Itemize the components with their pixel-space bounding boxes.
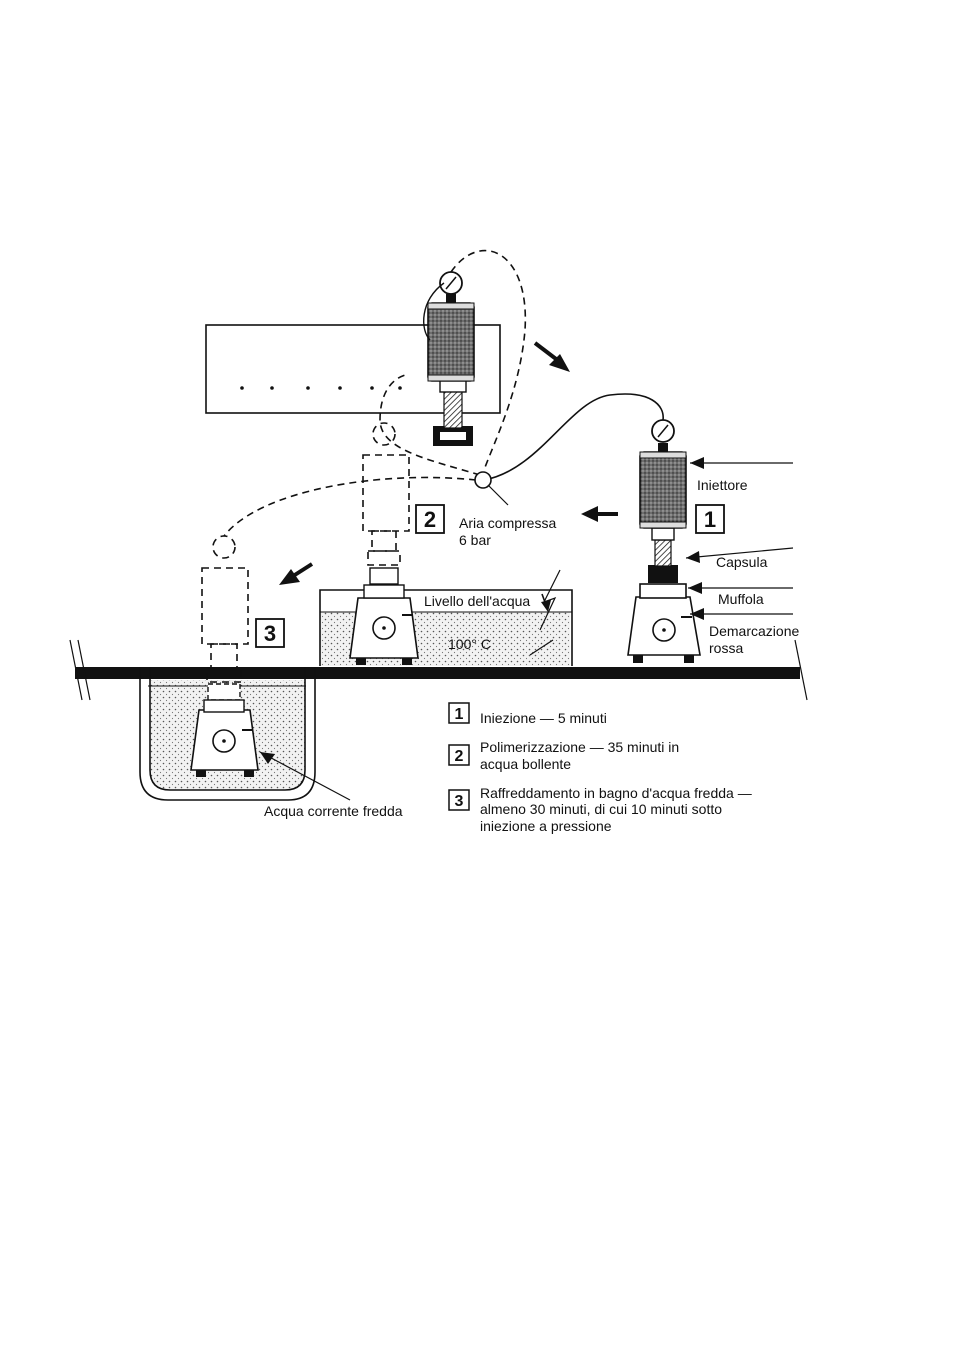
injector-step-1 <box>639 419 687 583</box>
legend-text-3-line-3: iniezione a pressione <box>480 818 612 834</box>
label-demarcazione-1: Demarcazione <box>709 623 799 639</box>
legend-item-2: 2 Polimerizzazione — 35 minuti in acqua … <box>448 739 679 772</box>
label-pointers <box>259 457 794 801</box>
legend-text-2-line-2: acqua bollente <box>480 756 571 772</box>
legend-text-3-line-1: Raffreddamento in bagno d'acqua fredda — <box>480 785 752 801</box>
step-badge-3-text: 3 <box>264 621 276 646</box>
workbench <box>69 639 808 701</box>
label-aria-2: 6 bar <box>459 532 491 548</box>
injector-upper <box>427 271 475 446</box>
legend: 1 Iniezione — 5 minuti 2 Polimerizzazion… <box>448 702 752 834</box>
legend-item-1: 1 Iniezione — 5 minuti <box>448 702 607 726</box>
air-hoses <box>223 249 664 537</box>
step-badge-3: 3 <box>255 618 285 648</box>
step-badge-2-text: 2 <box>424 507 436 532</box>
legend-number-3: 3 <box>455 793 464 810</box>
direction-arrows <box>279 341 618 612</box>
label-capsula: Capsula <box>716 554 768 570</box>
legend-text-2-line-1: Polimerizzazione — 35 minuti in <box>480 739 679 755</box>
legend-text-1-line-1: Iniezione — 5 minuti <box>480 710 607 726</box>
step-badge-2: 2 <box>415 504 445 534</box>
legend-item-3: 3 Raffreddamento in bagno d'acqua fredda… <box>448 785 752 834</box>
wall-panel <box>205 324 501 414</box>
legend-number-2: 2 <box>455 748 464 765</box>
injector-step-2-dashed <box>349 422 419 665</box>
flask-step-1 <box>627 583 701 663</box>
label-aria-1: Aria compressa <box>459 515 556 531</box>
injector-step-3-dashed <box>190 535 259 777</box>
label-acqua-fredda: Acqua corrente fredda <box>264 803 403 819</box>
label-temperatura: 100° C <box>448 636 491 652</box>
step-badge-1-text: 1 <box>704 507 716 532</box>
label-livello: Livello dell'acqua <box>424 593 530 609</box>
label-muffola: Muffola <box>718 591 764 607</box>
legend-number-1: 1 <box>455 706 464 723</box>
label-iniettore: Iniettore <box>697 477 748 493</box>
label-demarcazione-2: rossa <box>709 640 743 656</box>
step-badge-1: 1 <box>695 504 725 534</box>
legend-text-3-line-2: almeno 30 minuti, di cui 10 minuti sotto <box>480 801 722 817</box>
